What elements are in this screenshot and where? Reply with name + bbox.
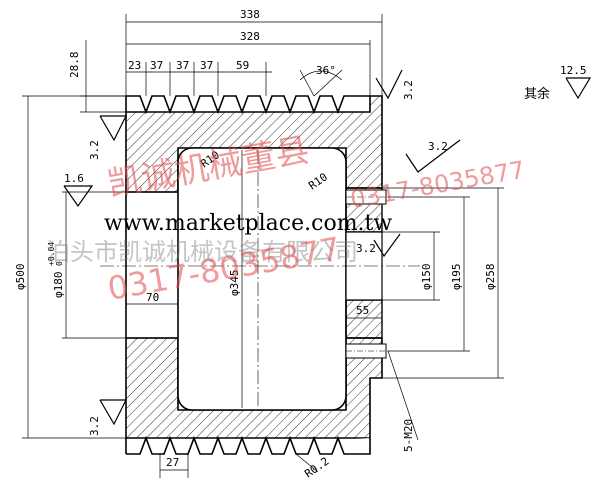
dim-tol-upper: +0.04	[47, 242, 56, 266]
dim-28-8: 28.8	[68, 52, 81, 79]
top-grooves	[126, 95, 370, 115]
dim-phi500: φ500	[14, 264, 27, 291]
roughness-bottom-left: 3.2	[88, 416, 101, 436]
roughness-left-upper: 3.2	[88, 140, 101, 160]
roughness-remaining: 12.5	[560, 64, 587, 77]
dim-phi195: φ195	[450, 264, 463, 291]
dim-27: 27	[166, 456, 179, 469]
dim-328: 328	[240, 30, 260, 43]
roughness-remaining-label: 其余	[524, 86, 550, 102]
dim-23: 23	[128, 59, 141, 72]
dim-r0-2: R0.2	[302, 455, 331, 481]
dimension-lines	[22, 14, 504, 478]
dim-tol-lower: 0	[55, 261, 64, 266]
dim-phi345: φ345	[228, 270, 241, 297]
bottom-grooves	[126, 435, 371, 455]
dim-37c: 37	[200, 59, 213, 72]
dim-37a: 37	[150, 59, 163, 72]
dim-phi180: φ180	[52, 272, 65, 299]
roughness-left-middle: 1.6	[64, 172, 84, 185]
dim-angle: 36°	[316, 64, 336, 77]
dim-59: 59	[236, 59, 249, 72]
roughness-hub: 3.2	[428, 140, 448, 153]
dim-338: 338	[240, 8, 260, 21]
watermark-site: www.marketplace.com.tw	[104, 211, 392, 236]
dim-5-m20: 5-M20	[402, 419, 415, 452]
dim-70: 70	[146, 291, 159, 304]
dimension-texts: 338 328 23 37 37 37 59 36° 28.8 φ500 φ18…	[14, 8, 587, 480]
roughness-top-right: 3.2	[402, 80, 415, 100]
watermark-company-gray: 泊头市凯诚机械设备有限公司	[46, 238, 358, 266]
dim-phi258: φ258	[484, 264, 497, 291]
dim-phi150: φ150	[420, 264, 433, 291]
roughness-hub-inner: 3.2	[356, 242, 376, 255]
dim-55: 55	[356, 304, 369, 317]
roughness-symbols	[63, 69, 592, 426]
dim-37b: 37	[176, 59, 189, 72]
pulley-section	[100, 95, 420, 455]
